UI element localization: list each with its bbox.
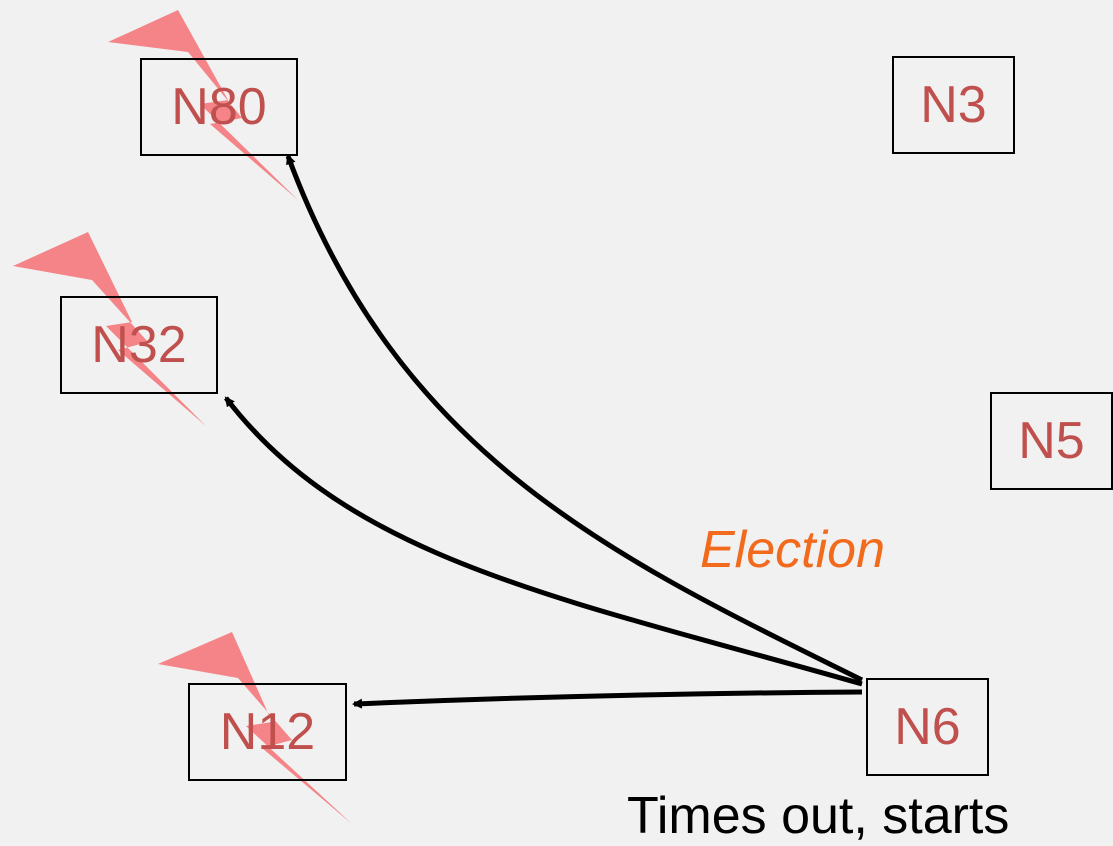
election-arrow-to-n80 [285,154,864,683]
node-label: N3 [920,76,987,134]
node-label: N80 [171,78,267,136]
edge-label-election: Election [700,521,885,579]
node-n3: N3 [892,56,1015,154]
election-arrow-to-n12 [352,689,863,709]
node-label: N32 [91,316,187,374]
election-arrow-to-n32 [224,396,863,687]
lightning-bolt-icon [108,10,298,200]
node-label: N5 [1018,412,1085,470]
lightning-bolt-icon [158,632,352,824]
caption-text: Times out, starts [627,787,1010,845]
lightning-bolt-icon [13,232,206,426]
node-n6: N6 [866,678,989,776]
node-n5: N5 [990,392,1113,490]
node-label: N12 [219,703,316,761]
node-n80: N80 [140,58,298,156]
election-diagram [13,10,864,824]
node-n32: N32 [60,296,218,394]
node-n12: N12 [188,683,347,781]
node-label: N6 [894,698,961,756]
